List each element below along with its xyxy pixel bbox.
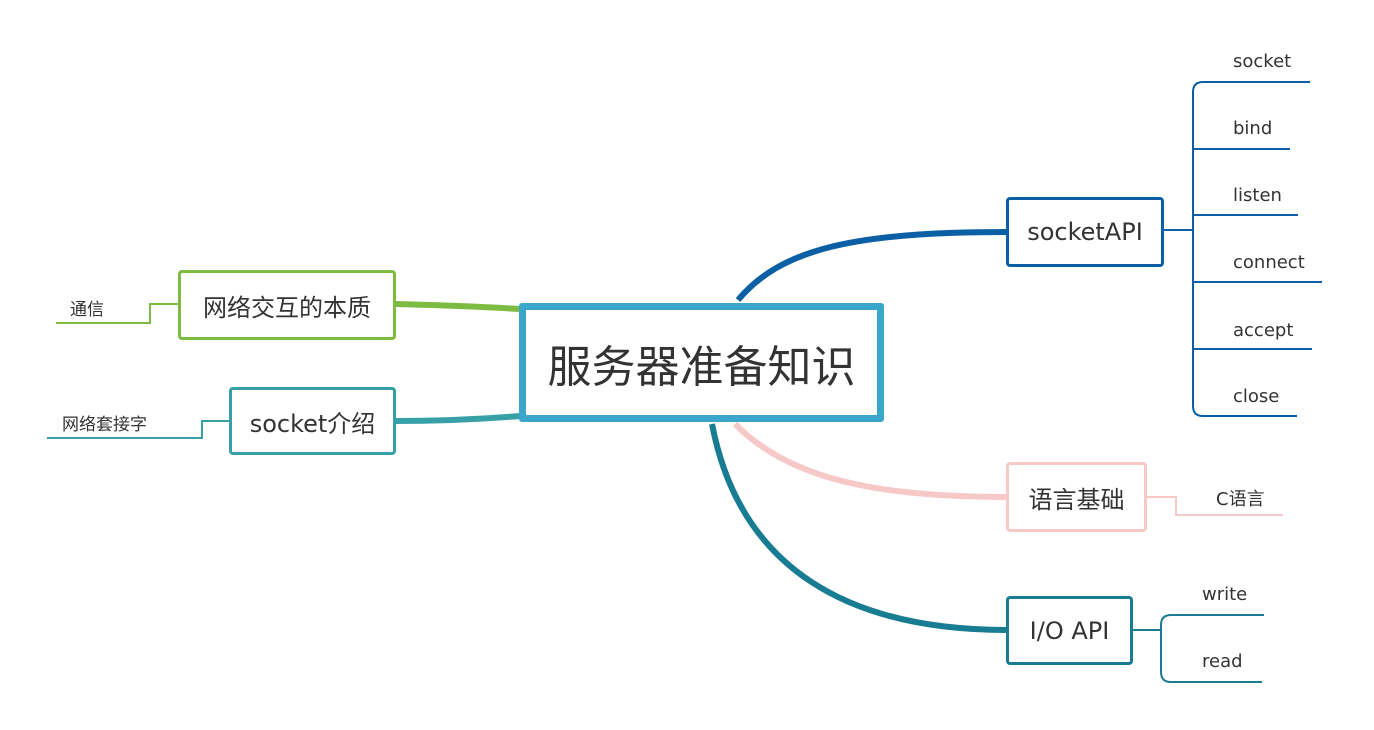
branch-socket-intro[interactable]: socket介绍 <box>229 387 396 455</box>
link-nature-child <box>56 303 179 324</box>
branch-nature-label: 网络交互的本质 <box>203 293 371 322</box>
central-topic-label: 服务器准备知识 <box>547 341 856 393</box>
link-socket-intro-child <box>47 420 230 439</box>
leaf-listen[interactable]: listen <box>1233 185 1282 206</box>
branch-socket-api[interactable]: socketAPI <box>1006 197 1164 267</box>
leaf-write[interactable]: write <box>1202 584 1248 605</box>
link-socket-api <box>735 229 1008 302</box>
leaf-connect[interactable]: connect <box>1233 252 1305 273</box>
link-socket-intro <box>395 413 521 424</box>
leaf-tongxin[interactable]: 通信 <box>70 300 104 320</box>
leaf-accept[interactable]: accept <box>1233 320 1294 341</box>
leaf-bind[interactable]: bind <box>1233 118 1273 139</box>
link-lang-child <box>1146 496 1283 516</box>
leaf-wangluo-taojiezi[interactable]: 网络套接字 <box>62 415 147 435</box>
branch-lang[interactable]: 语言基础 <box>1006 462 1147 532</box>
branch-io-api-label: I/O API <box>1029 616 1110 645</box>
link-nature <box>395 301 521 312</box>
leaf-c-language[interactable]: C语言 <box>1216 489 1265 510</box>
branch-lang-label: 语言基础 <box>1028 485 1125 514</box>
leaf-socket[interactable]: socket <box>1233 51 1292 72</box>
branch-nature[interactable]: 网络交互的本质 <box>178 270 396 340</box>
leaf-close[interactable]: close <box>1233 386 1280 407</box>
central-topic[interactable]: 服务器准备知识 <box>519 303 884 422</box>
branch-socket-intro-label: socket介绍 <box>249 409 376 438</box>
branch-io-api[interactable]: I/O API <box>1006 596 1133 665</box>
link-io-api <box>709 423 1008 633</box>
link-lang <box>732 421 1008 500</box>
leaf-read[interactable]: read <box>1202 651 1243 672</box>
branch-socket-api-label: socketAPI <box>1027 218 1143 246</box>
